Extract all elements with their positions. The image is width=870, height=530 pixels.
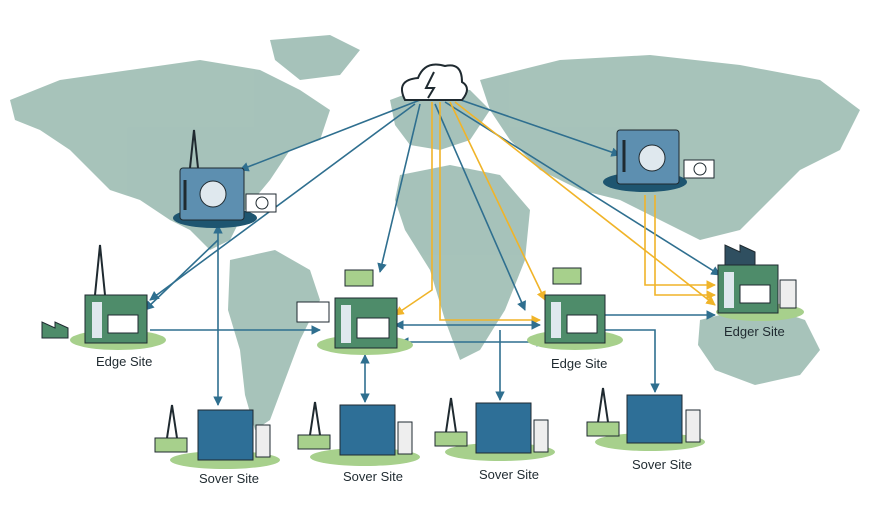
north-america-landmass — [10, 60, 330, 250]
edge-site-left-label: Edge Site — [96, 354, 153, 369]
sover-site-4-label: Sover Site — [632, 457, 692, 472]
link-cloud-mid — [377, 103, 421, 273]
australia-landmass — [698, 305, 820, 385]
link-y6 — [654, 195, 716, 300]
edge-site-africa-node — [527, 267, 623, 350]
edge-site-africa-label: Edge Site — [551, 356, 608, 371]
link-y4 — [454, 101, 716, 306]
link-cloud-na — [239, 99, 421, 172]
link-aus-sover4 — [600, 329, 660, 393]
link-cloud-africa — [434, 103, 526, 311]
sover-site-1-label: Sover Site — [199, 471, 259, 486]
edger-site-label: Edger Site — [724, 324, 785, 339]
sover-site-1-node — [154, 404, 280, 469]
sover-site-2-node — [297, 401, 420, 466]
link-y3 — [449, 101, 546, 301]
edge-site-middle-node — [296, 269, 413, 355]
link-cloud-edge-left — [149, 103, 416, 301]
sover-site-2-label: Sover Site — [343, 469, 403, 484]
link-y5 — [644, 195, 716, 290]
link-na-left — [144, 239, 219, 311]
link-y1 — [394, 102, 433, 316]
sover-site-3-node — [434, 397, 555, 461]
south-america-landmass — [228, 250, 320, 430]
edger-site-node — [716, 244, 804, 321]
sover-site-3-label: Sover Site — [479, 467, 539, 482]
asia-cabinet-node — [603, 129, 715, 192]
sover-site-4-node — [586, 387, 705, 451]
link-cloud-asia — [454, 97, 621, 157]
africa-landmass — [395, 165, 530, 360]
link-y2 — [439, 102, 541, 325]
na-cabinet-node — [173, 129, 277, 228]
edge-site-left-node — [41, 244, 166, 350]
network-links — [144, 97, 721, 406]
greenland-landmass — [270, 35, 360, 80]
cloud-lightning-icon — [401, 63, 468, 101]
